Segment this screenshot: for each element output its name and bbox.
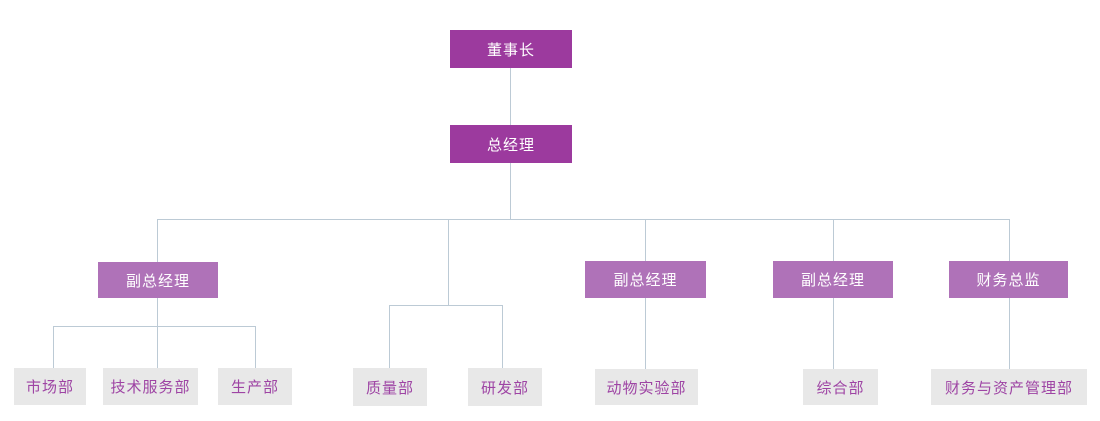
connector-chairman-gm bbox=[510, 68, 512, 125]
node-animal-lab-dept: 动物实验部 bbox=[595, 369, 698, 405]
connector-main-rail bbox=[157, 219, 1010, 221]
node-quality-dept: 质量部 bbox=[353, 368, 427, 406]
node-marketing-dept: 市场部 bbox=[14, 368, 86, 405]
node-rnd-dept: 研发部 bbox=[468, 368, 542, 406]
node-cfo: 财务总监 bbox=[949, 261, 1068, 298]
connector-drop-quality-rnd-branch bbox=[448, 220, 450, 305]
node-vp2: 副总经理 bbox=[585, 261, 706, 298]
connector-vp1-rail bbox=[53, 326, 256, 328]
connector-vp1-subrail bbox=[157, 298, 159, 326]
node-vp3: 副总经理 bbox=[773, 261, 893, 298]
connector-drop-quality bbox=[389, 305, 391, 368]
connector-drop-finance-assets bbox=[1009, 298, 1011, 369]
connector-drop-vp2 bbox=[645, 220, 647, 261]
node-general-affairs-dept: 综合部 bbox=[803, 369, 878, 405]
node-vp1: 副总经理 bbox=[98, 262, 218, 298]
node-tech-service-dept: 技术服务部 bbox=[103, 368, 198, 405]
node-general-manager: 总经理 bbox=[450, 125, 572, 163]
connector-drop-rnd bbox=[502, 305, 504, 368]
connector-quality-rnd-rail bbox=[389, 305, 503, 307]
connector-drop-tech-service bbox=[157, 326, 159, 368]
node-chairman: 董事长 bbox=[450, 30, 572, 68]
connector-drop-cfo bbox=[1009, 220, 1011, 261]
connector-drop-marketing bbox=[53, 326, 55, 368]
connector-drop-production bbox=[255, 326, 257, 368]
connector-drop-animal-lab bbox=[645, 298, 647, 369]
connector-drop-vp3 bbox=[833, 220, 835, 261]
node-finance-assets-dept: 财务与资产管理部 bbox=[931, 369, 1087, 405]
node-production-dept: 生产部 bbox=[218, 368, 292, 405]
connector-drop-vp1 bbox=[157, 220, 159, 262]
connector-drop-general-affairs bbox=[833, 298, 835, 369]
connector-gm-rail bbox=[510, 163, 512, 220]
